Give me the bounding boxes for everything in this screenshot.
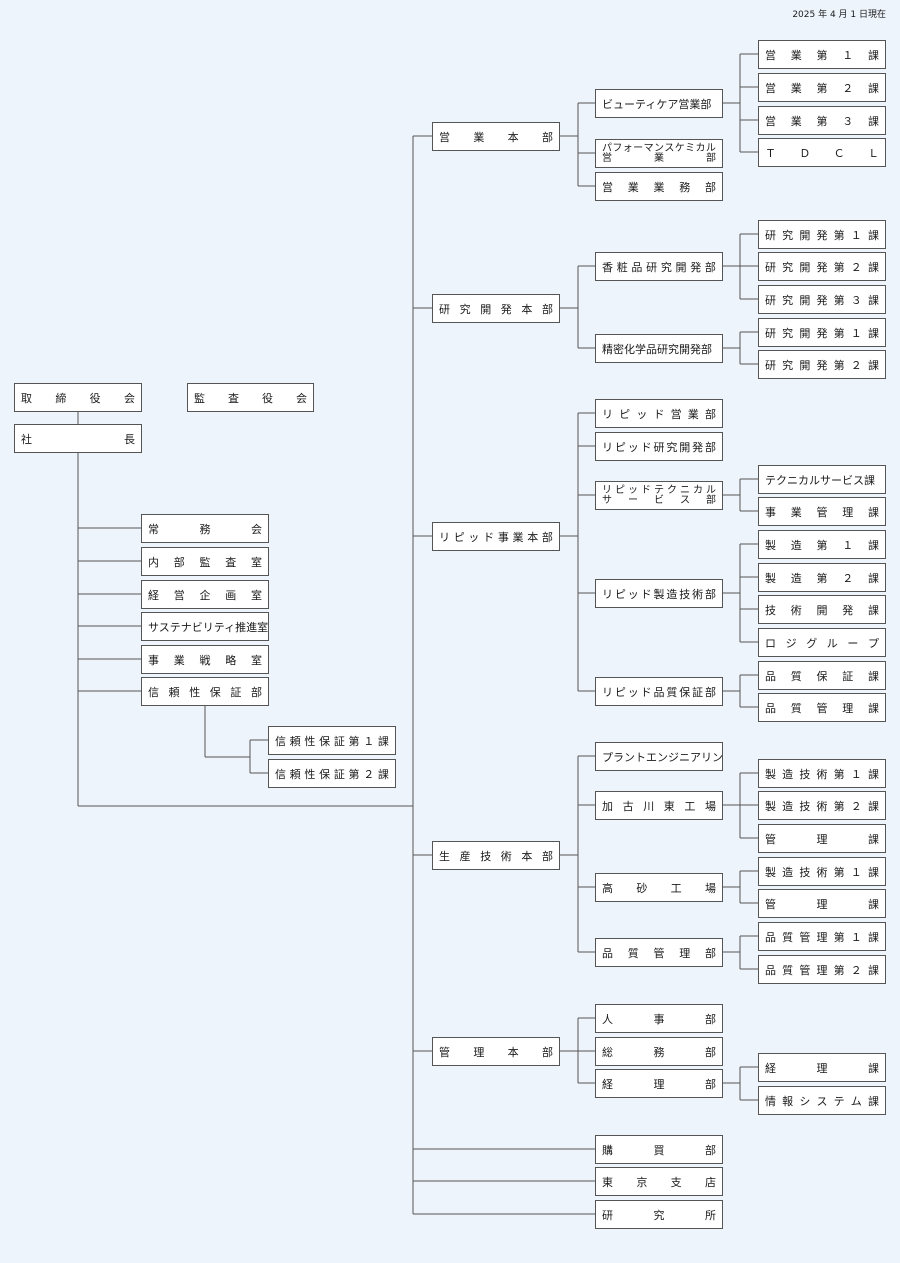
dept-lipid-rd: リピッド研究開発部 <box>595 432 723 461</box>
president: 社長 <box>14 424 142 453</box>
division-production: 生産技術本部 <box>432 841 560 870</box>
staff-internal-audit: 内部監査室 <box>141 547 269 576</box>
dept-plant-engineering: プラントエンジニアリング部 <box>595 742 723 771</box>
division-rd: 研究開発本部 <box>432 294 560 323</box>
dept-accounting: 経理部 <box>595 1069 723 1098</box>
dept-lipid-sales: リピッド営業部 <box>595 399 723 428</box>
dept-fine-chemicals-rd: 精密化学品研究開発部 <box>595 334 723 363</box>
dept-tokyo-branch: 東京支店 <box>595 1167 723 1196</box>
staff-reliability-assurance: 信頼性保証部 <box>141 677 269 706</box>
section-technical-service: テクニカルサービス課 <box>758 465 886 494</box>
dept-lipid-manufacturing: リピッド製造技術部 <box>595 579 723 608</box>
dept-human-resources: 人事部 <box>595 1004 723 1033</box>
division-sales: 営業本部 <box>432 122 560 151</box>
section-kakogawa-admin: 管理課 <box>758 824 886 853</box>
dept-purchasing: 購買部 <box>595 1135 723 1164</box>
staff-managing-committee: 常務会 <box>141 514 269 543</box>
dept-quality-control: 品質管理部 <box>595 938 723 967</box>
dept-performance-chemical-sales: パフォーマンスケミカル営業部 <box>595 139 723 168</box>
section-logistics-group: ロジグループ <box>758 628 886 657</box>
division-lipid: リピッド事業本部 <box>432 522 560 551</box>
dept-beauty-care-sales: ビューティケア営業部 <box>595 89 723 118</box>
dept-lipid-technical-service: リピッドテクニカルサービス部 <box>595 481 723 510</box>
dept-takasago-plant: 高砂工場 <box>595 873 723 902</box>
dept-kakogawa-east-plant: 加古川東工場 <box>595 791 723 820</box>
dept-research-institute: 研究所 <box>595 1200 723 1229</box>
board-of-directors: 取締役会 <box>14 383 142 412</box>
section-information-systems: 情報システム課 <box>758 1086 886 1115</box>
staff-business-strategy: 事業戦略室 <box>141 645 269 674</box>
dept-sales-operations: 営業業務部 <box>595 172 723 201</box>
section-technology-development: 技術開発課 <box>758 595 886 624</box>
dept-cosmetics-rd: 香粧品研究開発部 <box>595 252 723 281</box>
staff-corporate-planning: 経営企画室 <box>141 580 269 609</box>
section-quality-management: 品質管理課 <box>758 693 886 722</box>
as-of-date: 2025 年 4 月 1 日現在 <box>792 10 886 20</box>
dept-lipid-quality-assurance: リピッド品質保証部 <box>595 677 723 706</box>
section-quality-assurance: 品質保証課 <box>758 661 886 690</box>
staff-sustainability: サステナビリティ推進室 <box>141 612 269 641</box>
audit-board: 監査役会 <box>187 383 314 412</box>
section-accounting: 経理課 <box>758 1053 886 1082</box>
section-business-management: 事業管理課 <box>758 497 886 526</box>
dept-general-affairs: 総務部 <box>595 1037 723 1066</box>
section-takasago-admin: 管理課 <box>758 889 886 918</box>
division-admin: 管理本部 <box>432 1037 560 1066</box>
